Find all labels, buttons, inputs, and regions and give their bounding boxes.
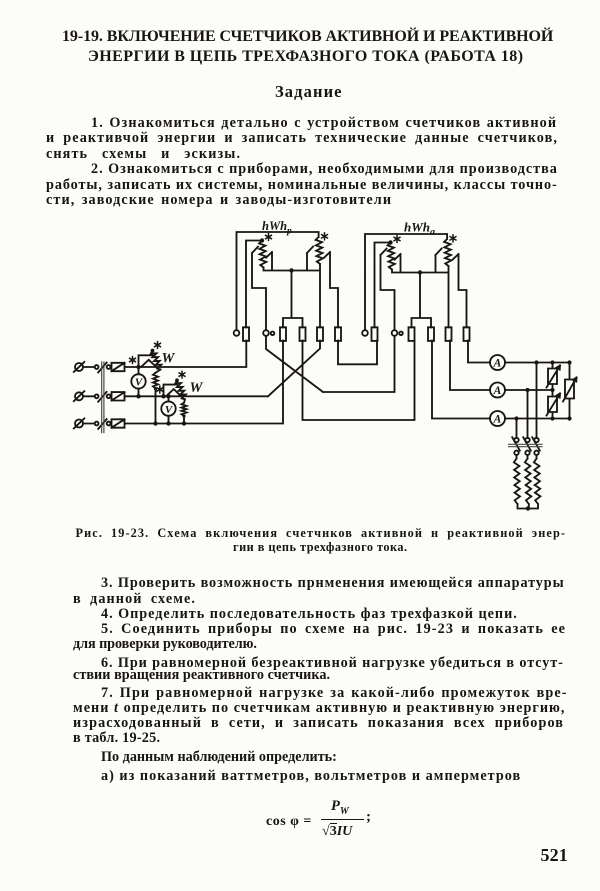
svg-text:hWhр: hWhр <box>262 219 292 237</box>
svg-text:W: W <box>162 351 176 367</box>
svg-text:V: V <box>135 377 144 389</box>
svg-text:A: A <box>493 358 502 370</box>
svg-text:W: W <box>190 380 204 396</box>
svg-text:hWhа: hWhа <box>404 220 435 239</box>
svg-text:A: A <box>493 385 502 397</box>
svg-text:V: V <box>165 404 174 416</box>
svg-text:A: A <box>493 414 502 426</box>
